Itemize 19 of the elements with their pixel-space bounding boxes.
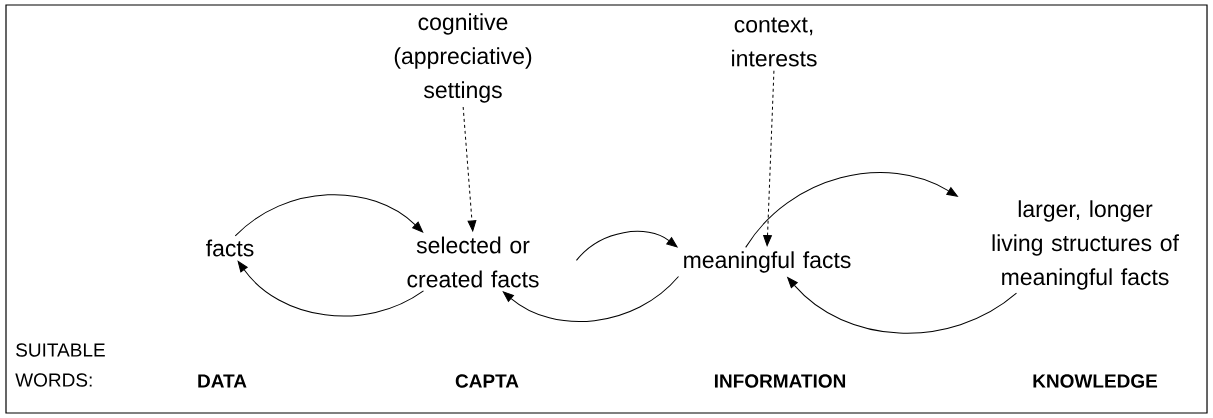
arrow: [502, 275, 679, 323]
node-text: context, interests: [732, 17, 817, 67]
arrow: [575, 230, 678, 261]
arrow: [237, 260, 424, 317]
node-text: facts: [206, 239, 254, 257]
arrow: [745, 172, 958, 248]
term-label: DATA: [198, 374, 247, 388]
arrow: [763, 70, 775, 247]
arrow: [234, 194, 424, 237]
node-text: cognitive (appreciative) settings: [394, 13, 532, 103]
node-text: selected or created facts: [407, 236, 539, 288]
node-text: larger, longer living structures of meaningful facts: [992, 200, 1179, 290]
arrow: [462, 106, 477, 232]
term-label: KNOWLEDGE: [1033, 374, 1158, 388]
row-label: SUITABLE WORDS:: [15, 343, 105, 387]
arrow: [787, 277, 1017, 334]
node-text: meaningful facts: [684, 251, 851, 273]
term-label: INFORMATION: [714, 374, 846, 388]
term-label: CAPTA: [455, 374, 519, 388]
